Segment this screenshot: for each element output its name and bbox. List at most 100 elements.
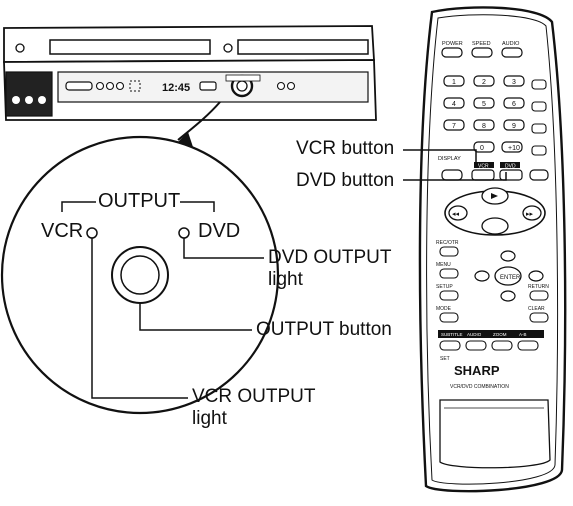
remote-pause-key <box>529 169 549 181</box>
remote-bottom-key-strip <box>438 330 544 338</box>
remote-number-key-label: 5 <box>482 101 486 108</box>
remote-right-key <box>529 290 549 301</box>
zoom-detail <box>0 135 280 415</box>
enter-key-label: ENTER <box>500 275 521 281</box>
remote-number-key-label: 9 <box>512 123 516 130</box>
remote-number-key-label: 4 <box>452 101 456 108</box>
right-arrow-key-icon <box>528 270 544 282</box>
dvd-output-light <box>178 227 190 239</box>
remote-bottom-key-label: AUDIO <box>467 332 482 337</box>
up-arrow-key-icon <box>500 250 516 262</box>
eject-knob-icon <box>223 43 233 53</box>
remote-number-key <box>473 97 495 109</box>
remote-right-key <box>529 312 549 323</box>
remote-left-key <box>439 290 459 301</box>
av-jack-icon <box>12 96 20 104</box>
remote-bottom-key-label: ZOOM <box>493 332 507 337</box>
remote-side-key <box>531 145 547 156</box>
rewind-key-icon <box>448 205 468 221</box>
vcr-output-light <box>86 227 98 239</box>
remote-left-key-label: SETUP <box>436 284 453 290</box>
remote-number-key <box>473 119 495 131</box>
callout-dvd-button: DVD button <box>296 170 395 191</box>
remote-display-key <box>441 169 463 181</box>
remote-brand-logo: SHARP <box>454 363 500 378</box>
remote-left-key-label: MENU <box>436 262 451 268</box>
remote-number-key <box>443 119 465 131</box>
remote-number-key-label: 1 <box>452 79 456 86</box>
remote-side-key <box>531 101 547 112</box>
zoom-arrow-line <box>177 101 221 141</box>
svg-text:▸▸: ▸▸ <box>526 211 534 218</box>
remote-bottom-key-label: A-B <box>519 332 527 337</box>
remote-number-key-label: 2 <box>482 79 486 86</box>
remote-vcr-key <box>474 162 494 168</box>
leader-dvd-button <box>403 172 507 181</box>
remote-bottom-key <box>439 340 461 351</box>
remote-left-key-label: MODE <box>436 306 452 312</box>
remote-number-key <box>503 75 525 87</box>
remote-left-key <box>439 246 459 257</box>
remote-top-row: POWER SPEED AUDIO <box>441 41 523 58</box>
remote-number-key <box>503 119 525 131</box>
remote-left-key <box>439 312 459 323</box>
remote-dvd-key <box>500 162 520 168</box>
remote-top-key-label: POWER <box>442 41 463 47</box>
remote-dvd-key-label: DVD <box>505 164 516 170</box>
remote-vcr-key-label: VCR <box>478 164 489 170</box>
remote-left-key-label: REC/OTR <box>436 240 459 246</box>
callout-dvd-output-light: DVD OUTPUT light <box>268 247 392 291</box>
vcr-display: 12:45 <box>162 82 190 94</box>
leader-vcr-button <box>403 149 477 162</box>
cassette-slot <box>49 39 211 55</box>
zoom-dvd-label: DVD <box>198 220 241 242</box>
remote-bottom-key <box>517 340 539 351</box>
remote-model-line: VCR/DVD COMBINATION <box>450 384 509 390</box>
remote-side-key <box>531 79 547 90</box>
remote-top-key-label: SPEED <box>472 41 491 47</box>
leader-vcr-light <box>91 238 188 399</box>
enter-key-icon <box>494 266 522 286</box>
callout-vcr-output-light-line1: VCR OUTPUT <box>192 386 316 407</box>
remote-bottom-keys: SUBTITLE AUDIO ZOOM A-B SET <box>439 332 539 362</box>
callout-dvd-output-light-line1: DVD OUTPUT <box>268 247 392 268</box>
disc-tray <box>237 39 369 55</box>
callout-vcr-button: VCR button <box>296 138 395 159</box>
leader-output-button <box>139 303 252 331</box>
remote-top-key-label: AUDIO <box>502 41 520 47</box>
remote-number-key <box>443 97 465 109</box>
av-jack-icon <box>25 96 33 104</box>
forward-key-icon <box>522 205 542 221</box>
remote-right-key-label: CLEAR <box>528 306 545 312</box>
remote-number-key-label: 8 <box>482 123 486 130</box>
remote-top-key <box>471 47 493 58</box>
remote-number-key-label: 0 <box>480 145 484 152</box>
callout-vcr-output-light-line2: light <box>192 408 227 429</box>
zoom-vcr-label: VCR <box>41 220 84 242</box>
remote-side-key <box>531 123 547 134</box>
vcr-dvd-unit: 12:45 <box>3 25 377 121</box>
remote-number-key <box>443 75 465 87</box>
left-arrow-key-icon <box>474 270 490 282</box>
power-knob-icon <box>15 43 25 53</box>
remote-number-key-label: 7 <box>452 123 456 130</box>
remote-number-key <box>473 75 495 87</box>
remote-bottom-key-label: SUBTITLE <box>441 332 463 337</box>
callout-vcr-output-light: VCR OUTPUT light <box>192 386 316 430</box>
av-panel <box>5 71 53 117</box>
remote-left-key <box>439 268 459 279</box>
callout-output-button: OUTPUT button <box>256 319 392 340</box>
remote-right-key-label: RETURN <box>528 284 549 290</box>
remote-number-key-label: 3 <box>512 79 516 86</box>
av-jack-icon <box>38 96 46 104</box>
remote-set-label: SET <box>440 356 450 362</box>
remote-bottom-key <box>465 340 487 351</box>
remote-top-key <box>441 47 463 58</box>
remote-bottom-key <box>491 340 513 351</box>
remote-number-key <box>473 141 495 153</box>
battery-cover <box>439 399 551 469</box>
